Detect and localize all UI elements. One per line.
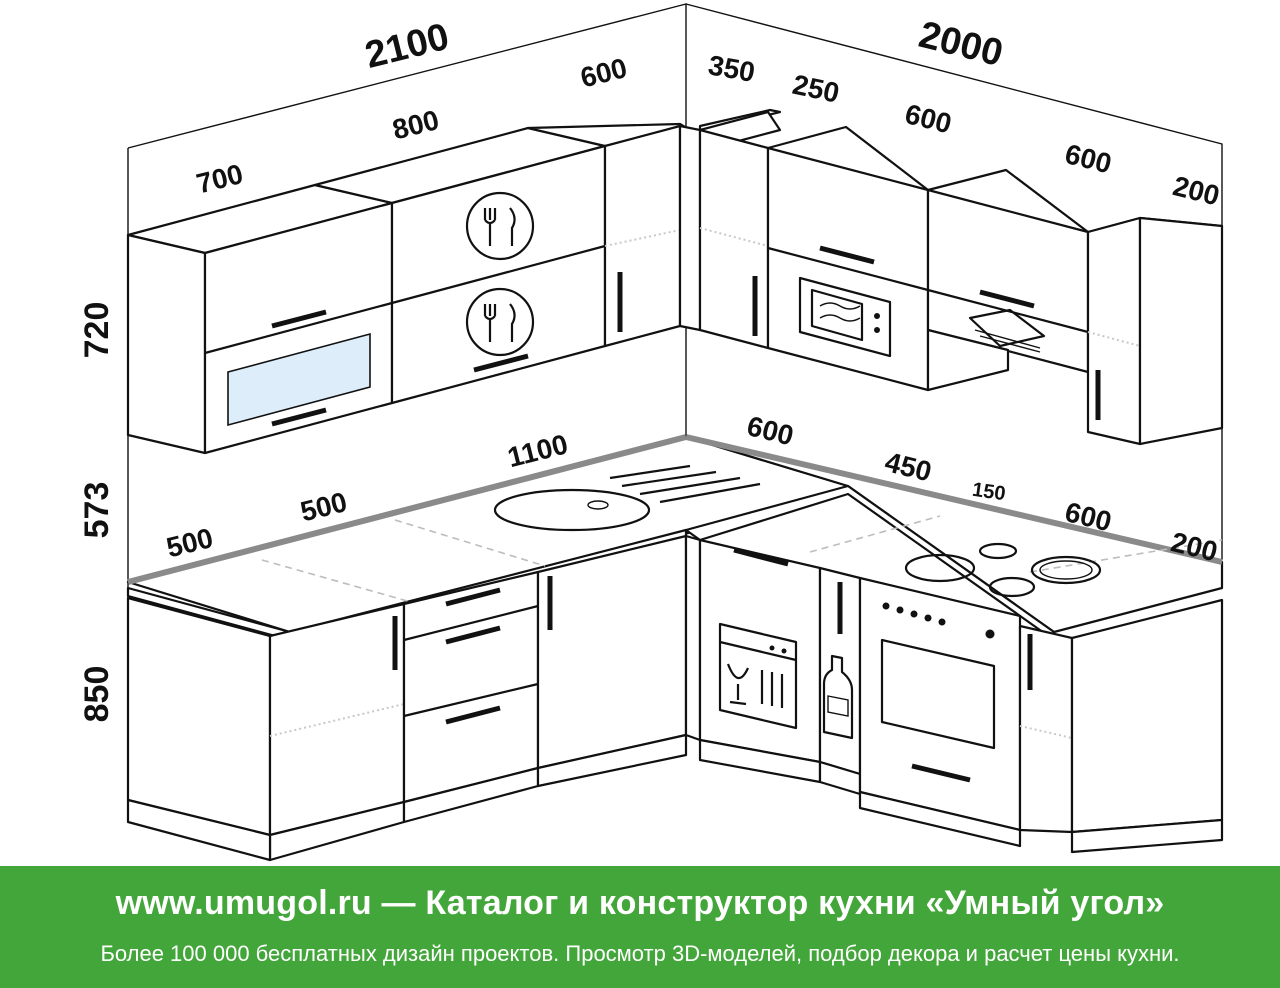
plate-cutlery-icon [465, 287, 535, 357]
dim-height-backsplash: 573 [78, 482, 116, 539]
dim-upper-700: 700 [193, 158, 246, 199]
range-hood-icon [968, 308, 1046, 353]
promo-banner: www.umugol.ru — Каталог и конструктор ку… [0, 866, 1280, 988]
drawer-handle [445, 705, 501, 725]
cabinet-handle [979, 289, 1035, 309]
dishwasher-icon [718, 622, 798, 730]
dishwasher-handle [733, 547, 789, 567]
bottle-icon [822, 654, 854, 740]
glass-panel [227, 332, 371, 427]
dim-upper-total-right: 2000 [915, 14, 1007, 75]
dim-height-lower: 850 [78, 666, 116, 723]
cabinet-handle [819, 245, 875, 265]
dim-upper-600-b: 600 [1062, 138, 1115, 179]
dim-lower-500-b: 500 [297, 486, 350, 527]
dim-lower-150: 150 [971, 479, 1007, 505]
cabinet-handle [473, 353, 529, 373]
banner-title[interactable]: www.umugol.ru — Каталог и конструктор ку… [115, 884, 1165, 922]
drawer-handle [445, 625, 501, 645]
upper-cabinets-right [678, 108, 1224, 446]
drawer-handle [445, 587, 501, 607]
dim-upper-600-a: 600 [902, 98, 955, 139]
lower-cabinets-right [684, 534, 1224, 854]
dim-lower-600: 600 [744, 410, 797, 451]
dim-height-upper: 720 [78, 302, 116, 359]
dim-upper-200: 200 [1170, 170, 1223, 211]
banner-subtitle: Более 100 000 бесплатных дизайн проектов… [100, 941, 1180, 966]
dim-lower-500-a: 500 [163, 522, 216, 563]
cabinet-handle [271, 309, 327, 329]
cabinet-handle [271, 407, 327, 427]
dim-upper-350: 350 [706, 49, 757, 88]
microwave-icon [798, 276, 892, 358]
sink-icon [493, 464, 761, 532]
upper-cabinets-left [126, 122, 692, 455]
dim-upper-250: 250 [790, 69, 842, 109]
plate-cutlery-icon [465, 191, 535, 261]
dim-upper-600-left: 600 [577, 52, 630, 93]
dim-upper-800: 800 [389, 104, 442, 145]
cooktop-icon [904, 542, 1102, 598]
kitchen-layout-diagram: 2100 2000 700 800 600 350 250 600 600 20… [78, 3, 1224, 862]
dim-lower-450: 450 [882, 446, 935, 487]
lower-cabinets-left [126, 534, 688, 862]
oven-icon [880, 602, 996, 783]
